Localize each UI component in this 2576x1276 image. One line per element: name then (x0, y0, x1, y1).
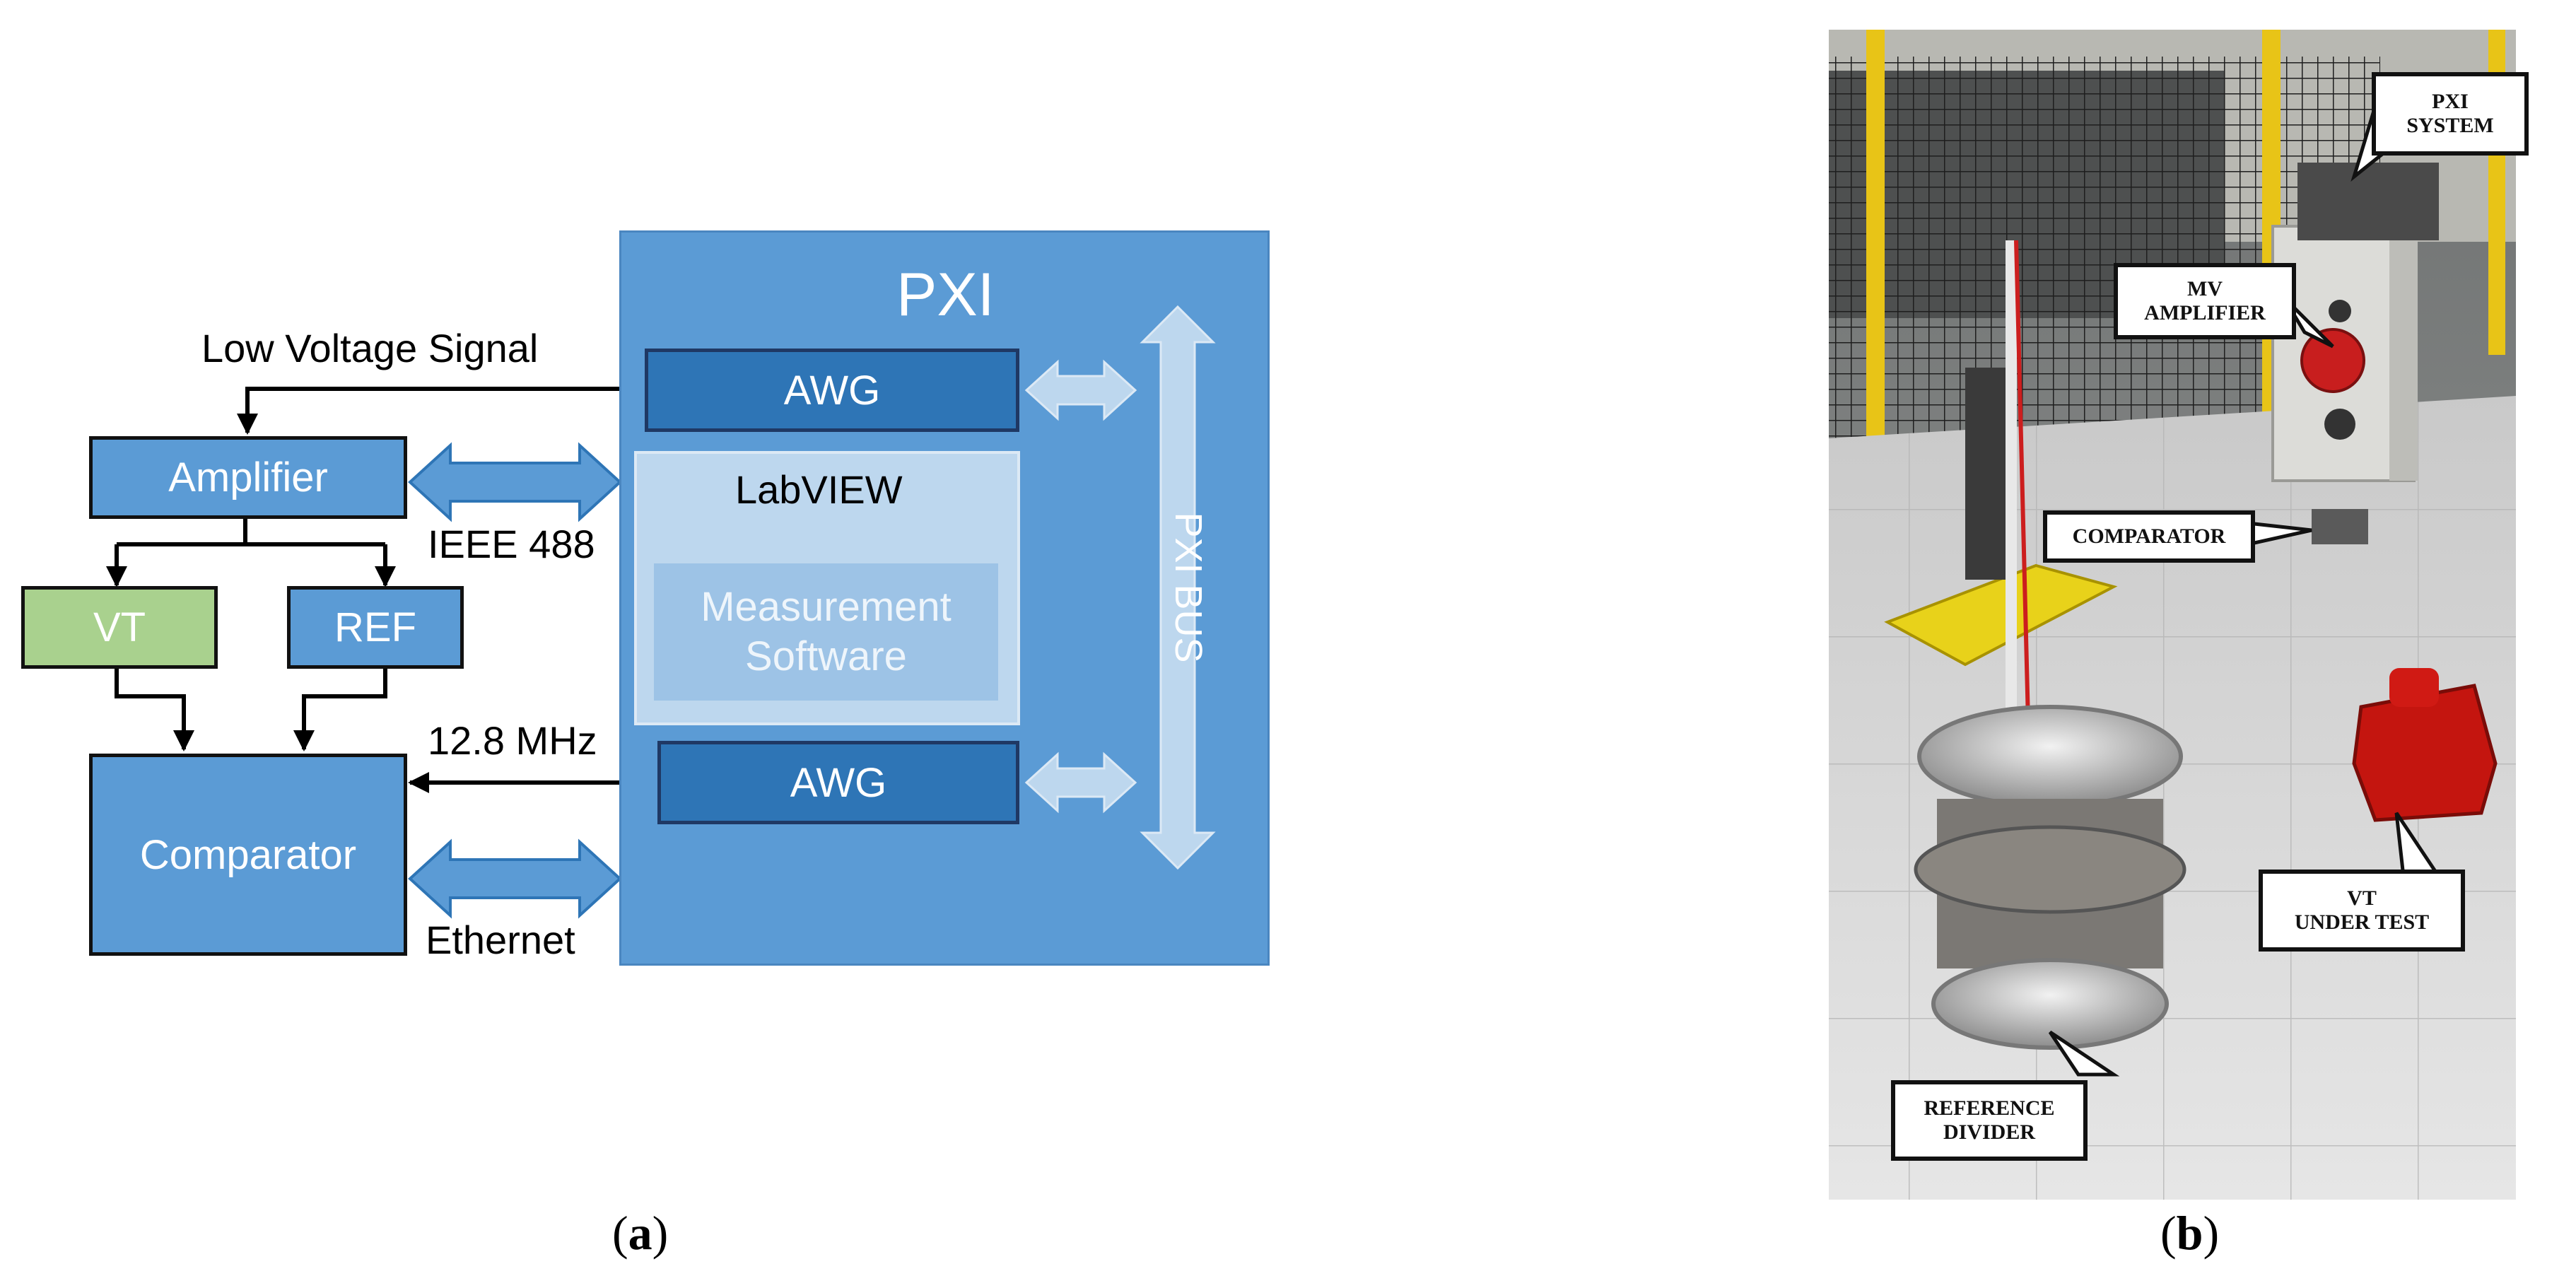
photo-pxi-cabinet (2297, 163, 2439, 240)
reference-divider-callout: REFERENCE DIVIDER (1891, 1080, 2088, 1161)
ref-callout-line-1: REFERENCE (1924, 1096, 2055, 1120)
caption-b: (b) (2160, 1206, 2220, 1260)
vt-callout-line-2: UNDER TEST (2294, 911, 2430, 934)
ieee488-label: IEEE 488 (428, 522, 595, 566)
photo-red-lead (2014, 240, 2031, 750)
photo-amplifier-dial-2 (2324, 409, 2355, 440)
amplifier-label: Amplifier (168, 455, 328, 501)
comparator-callout: COMPARATOR (2043, 510, 2255, 563)
pxi-callout-line-1: PXI (2432, 89, 2469, 113)
photo-insulator-column (1965, 368, 2008, 580)
vt-label: VT (93, 604, 146, 650)
photo-amplifier-red-disc (2300, 328, 2365, 393)
caption-a-letter: a (628, 1206, 652, 1260)
pxi-title: PXI (896, 261, 995, 329)
ref-block: REF (287, 586, 464, 669)
measurement-line-2: Software (745, 633, 907, 679)
comparator-callout-text: COMPARATOR (2072, 524, 2226, 548)
photo-divider-base (1931, 958, 2169, 1050)
awg-top-block: AWG (645, 349, 1019, 432)
mv-callout-line-1: MV (2187, 276, 2223, 300)
pxi-bus-arrow (1140, 305, 1216, 870)
comparator-block: Comparator (89, 754, 407, 956)
ref-to-comparator (293, 668, 387, 751)
vt-callout: VT UNDER TEST (2259, 870, 2465, 952)
ref-callout-line-2: DIVIDER (1943, 1120, 2036, 1144)
photo-amplifier-dial-1 (2329, 300, 2351, 322)
vt-block: VT (21, 586, 218, 669)
vt-callout-line-1: VT (2347, 886, 2377, 910)
caption-b-letter: b (2176, 1206, 2203, 1260)
awg-top-bus-arrow (1024, 359, 1137, 421)
mv-callout-line-2: AMPLIFIER (2144, 301, 2266, 324)
vt-to-comparator (115, 668, 194, 751)
photo-yellow-base (1884, 563, 2118, 667)
ref-callout-pointer (2048, 1030, 2120, 1077)
labview-label: LabVIEW (735, 467, 903, 512)
ref-label: REF (334, 604, 416, 650)
low-voltage-connector (237, 387, 645, 435)
freq-label: 12.8 MHz (428, 718, 597, 763)
measurement-line-1: Measurement (701, 584, 952, 631)
comparator-label: Comparator (139, 831, 357, 878)
photo-divider-top-ring (1917, 705, 2183, 808)
awg-bottom-block: AWG (657, 741, 1019, 824)
low-voltage-signal-label: Low Voltage Signal (201, 326, 539, 370)
pxi-callout-line-2: SYSTEM (2406, 114, 2494, 137)
amplifier-block: Amplifier (89, 436, 407, 519)
ethernet-label: Ethernet (426, 918, 575, 962)
awg-top-label: AWG (783, 367, 881, 414)
caption-a: (a) (612, 1206, 669, 1260)
photo-amplifier-side (2389, 226, 2418, 481)
measurement-software-block: Measurement Software (654, 563, 998, 701)
awg-bottom-label: AWG (790, 759, 887, 806)
photo-comparator-device (2312, 509, 2368, 544)
awg-bottom-bus-arrow (1024, 751, 1137, 814)
pxi-system-callout: PXI SYSTEM (2372, 72, 2529, 156)
mv-amplifier-callout: MV AMPLIFIER (2114, 263, 2296, 339)
photo-vt-top (2389, 668, 2439, 707)
photo-vt-body (2352, 684, 2498, 822)
photo-divider-mid-ring (1914, 825, 2186, 914)
